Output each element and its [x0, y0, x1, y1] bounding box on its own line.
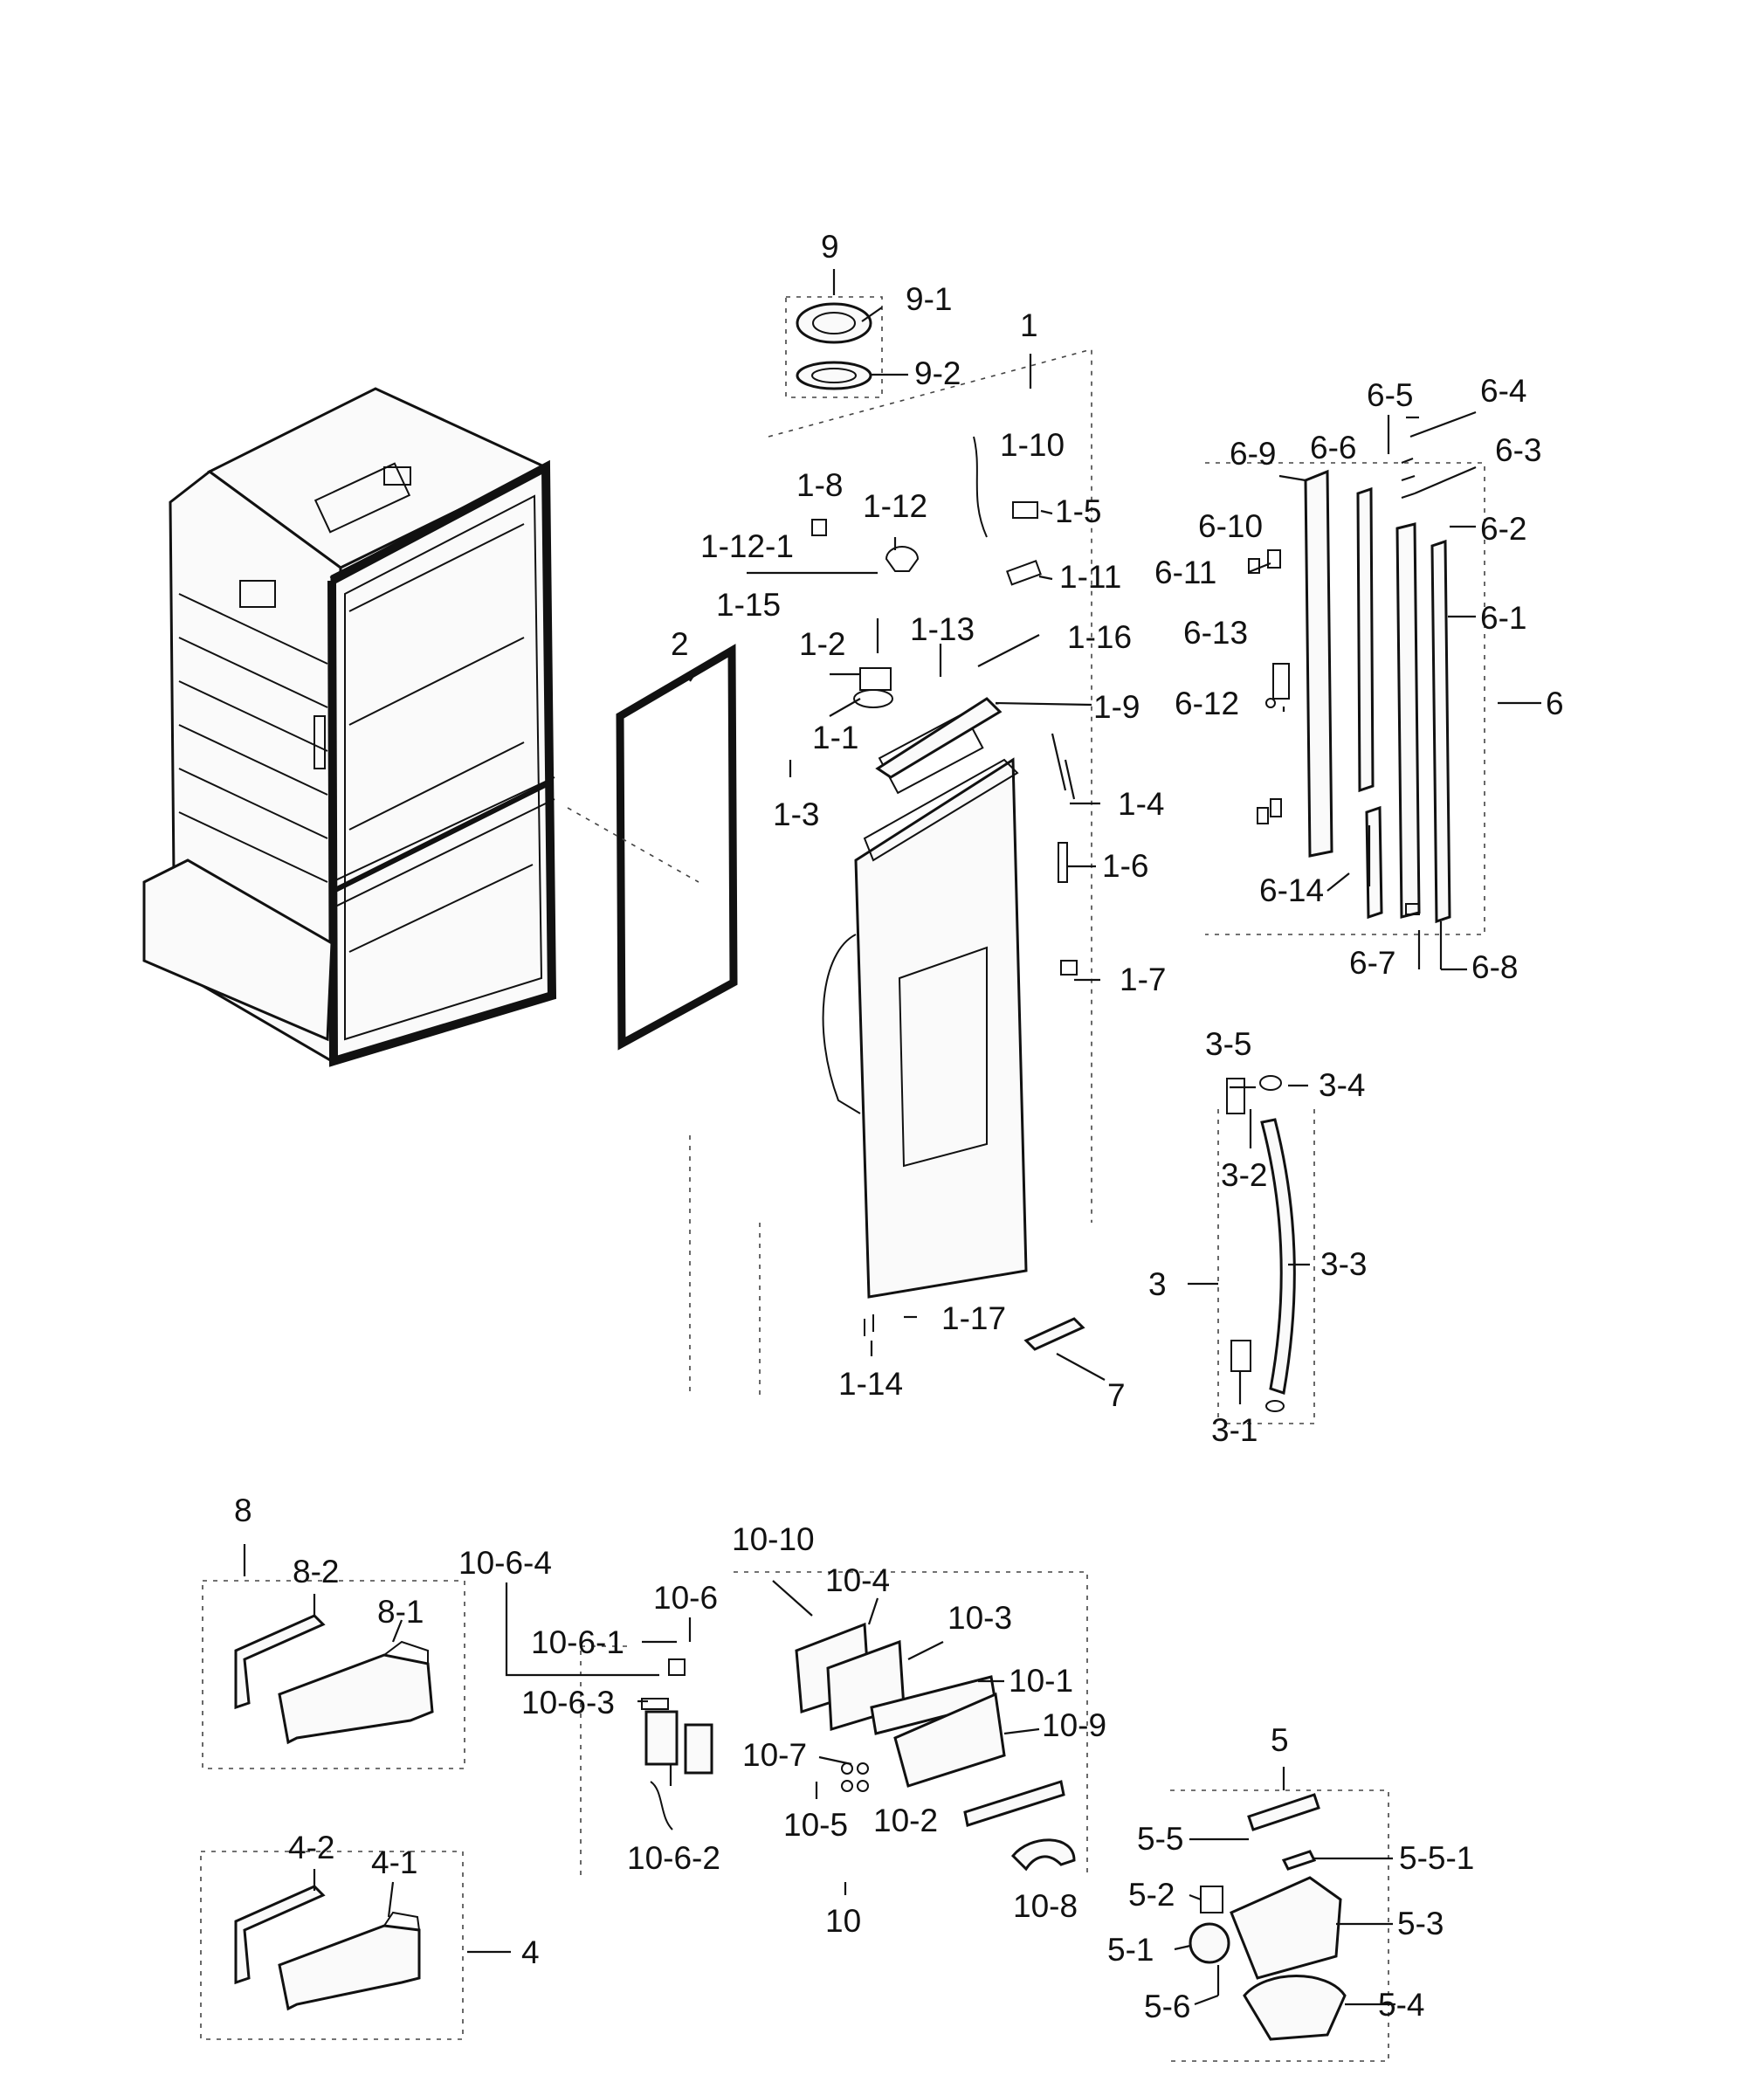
label-5-5: 5-5	[1137, 1821, 1183, 1857]
label-6-8: 6-8	[1471, 949, 1518, 985]
group-4-drawing	[200, 1851, 464, 2040]
label-1-12-1: 1-12-1	[700, 528, 794, 564]
handle-group-3-drawing	[1217, 1075, 1315, 1424]
label-4-1: 4-1	[371, 1844, 417, 1880]
label-1-3: 1-3	[773, 796, 819, 832]
label-1-15: 1-15	[716, 587, 781, 623]
label-9: 9	[821, 229, 839, 265]
label-6-12: 6-12	[1175, 686, 1239, 721]
door-small-parts	[789, 436, 1085, 1351]
label-1-17: 1-17	[941, 1300, 1006, 1336]
label-6-7: 6-7	[1349, 945, 1395, 981]
group-10-drawing	[580, 1571, 1088, 1878]
label-10-3: 10-3	[947, 1600, 1012, 1636]
label-10-6-2: 10-6-2	[627, 1840, 720, 1876]
label-6-4: 6-4	[1480, 373, 1526, 409]
label-1: 1	[1020, 307, 1038, 343]
door-assembly-drawing	[689, 348, 1092, 1397]
label-1-1: 1-1	[812, 720, 858, 755]
label-1-9: 1-9	[1093, 689, 1140, 725]
label-2: 2	[671, 626, 689, 662]
handle-group-6-drawing	[1205, 457, 1485, 935]
label-8: 8	[234, 1493, 252, 1528]
label-1-12: 1-12	[863, 488, 927, 524]
group-5-drawing	[1170, 1789, 1389, 2062]
label-8-2: 8-2	[293, 1554, 339, 1589]
label-4-2: 4-2	[288, 1830, 334, 1865]
label-3-2: 3-2	[1221, 1157, 1267, 1193]
label-3-4: 3-4	[1319, 1067, 1365, 1103]
label-5-1: 5-1	[1107, 1932, 1154, 1968]
label-6-11: 6-11	[1154, 555, 1216, 590]
label-1-8: 1-8	[796, 467, 843, 503]
label-10-9: 10-9	[1042, 1707, 1106, 1743]
label-5-5-1: 5-5-1	[1399, 1840, 1474, 1876]
label-5-4: 5-4	[1378, 1987, 1424, 2023]
label-3-3: 3-3	[1320, 1246, 1367, 1282]
label-6: 6	[1546, 686, 1564, 721]
label-1-2: 1-2	[799, 626, 845, 662]
label-1-5: 1-5	[1055, 493, 1101, 529]
label-6-6: 6-6	[1310, 430, 1356, 465]
label-6-14: 6-14	[1259, 872, 1324, 908]
label-9-2: 9-2	[914, 355, 961, 391]
group-8-drawing	[202, 1580, 465, 1769]
label-10-8: 10-8	[1013, 1888, 1078, 1924]
label-10: 10	[825, 1903, 861, 1939]
label-5-3: 5-3	[1397, 1906, 1444, 1941]
label-6-10: 6-10	[1198, 508, 1263, 544]
label-6-13: 6-13	[1183, 615, 1248, 651]
label-1-13: 1-13	[910, 611, 975, 647]
label-10-10: 10-10	[732, 1521, 815, 1557]
label-6-1: 6-1	[1480, 600, 1526, 636]
label-10-6: 10-6	[653, 1580, 718, 1616]
label-5-6: 5-6	[1144, 1989, 1190, 2024]
label-3-5: 3-5	[1205, 1026, 1251, 1062]
label-10-2: 10-2	[873, 1803, 938, 1838]
label-4: 4	[521, 1934, 540, 1970]
label-3: 3	[1148, 1266, 1167, 1302]
callout-labels: 9 9-1 9-2 1 1-10 1-5 1-8 1-12 1-12-1 1-1…	[234, 229, 1564, 2024]
label-10-6-4: 10-6-4	[458, 1545, 552, 1581]
label-5-2: 5-2	[1128, 1877, 1175, 1913]
label-1-11: 1-11	[1059, 559, 1121, 595]
label-10-7: 10-7	[742, 1737, 807, 1773]
label-1-4: 1-4	[1118, 786, 1164, 822]
label-1-10: 1-10	[1000, 427, 1065, 463]
label-3-1: 3-1	[1211, 1412, 1258, 1448]
label-1-14: 1-14	[838, 1366, 903, 1402]
label-1-16: 1-16	[1067, 619, 1132, 655]
label-10-1: 10-1	[1009, 1663, 1073, 1699]
leader-lines	[243, 269, 1541, 2006]
label-10-4: 10-4	[825, 1562, 890, 1598]
label-10-6-1: 10-6-1	[531, 1624, 624, 1660]
label-9-1: 9-1	[906, 281, 952, 317]
label-10-5: 10-5	[783, 1807, 848, 1843]
label-6-9: 6-9	[1230, 436, 1276, 472]
label-1-6: 1-6	[1102, 848, 1148, 884]
label-6-3: 6-3	[1495, 432, 1541, 468]
label-5: 5	[1271, 1722, 1289, 1758]
label-10-6-3: 10-6-3	[521, 1685, 615, 1720]
label-1-7: 1-7	[1120, 962, 1166, 997]
refrigerator-cabinet-drawing	[142, 387, 557, 1067]
label-6-5: 6-5	[1367, 377, 1413, 413]
door-gasket-drawing	[567, 644, 738, 1051]
label-7: 7	[1107, 1377, 1126, 1413]
label-8-1: 8-1	[377, 1594, 424, 1630]
part-9-drawing	[785, 296, 883, 398]
label-6-2: 6-2	[1480, 511, 1526, 547]
